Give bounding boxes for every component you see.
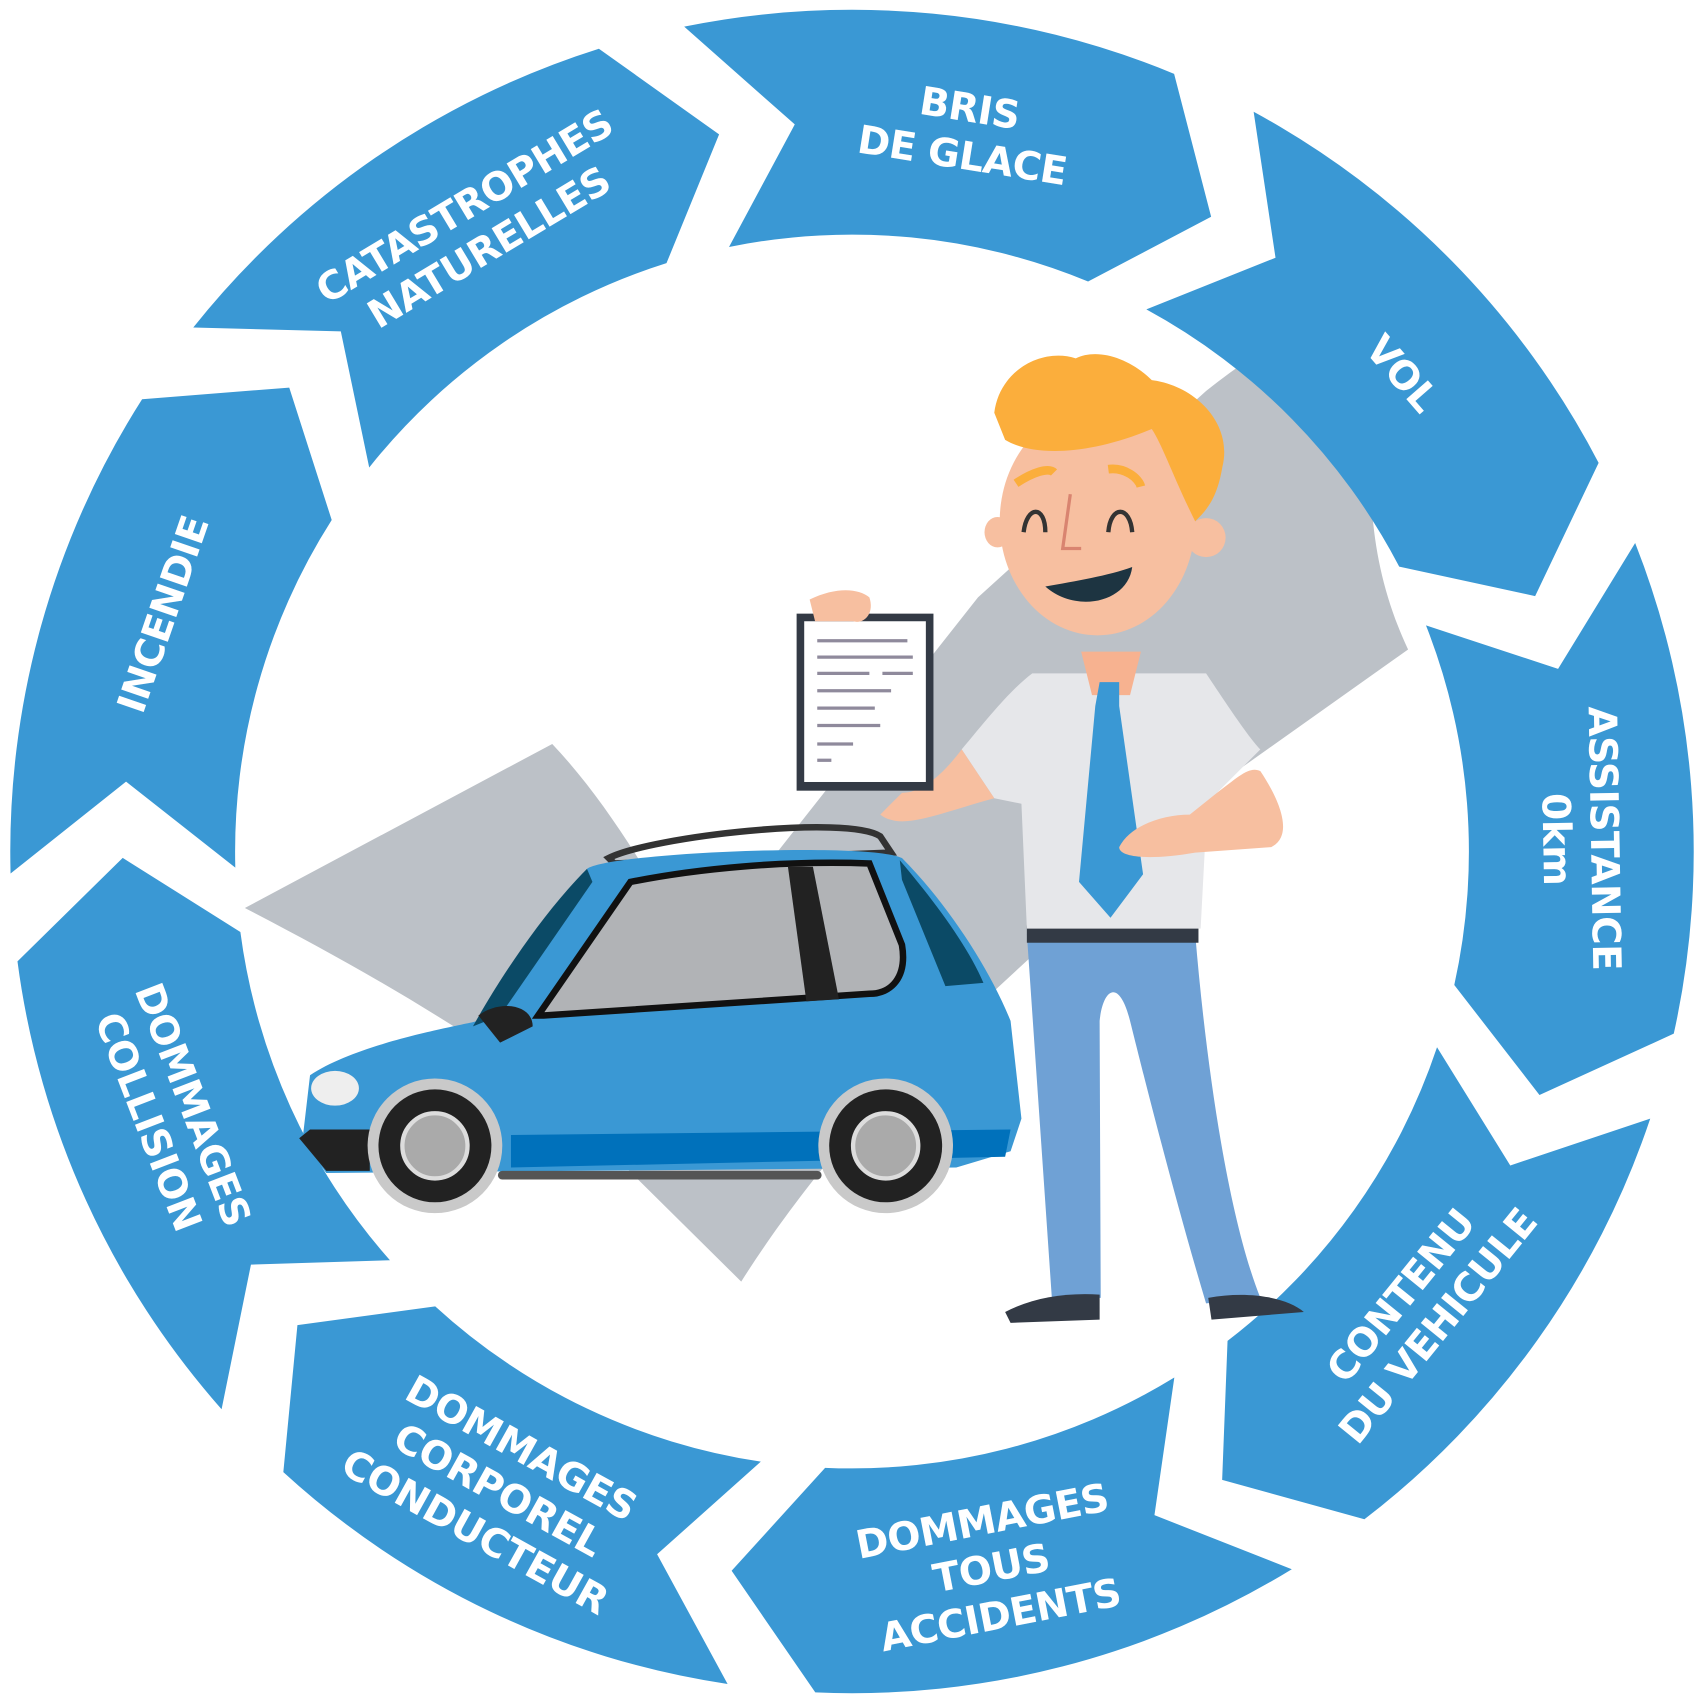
coverage-arrow-segment: [1222, 1047, 1651, 1520]
coverage-arrow-segment: [193, 48, 720, 468]
coverage-arrow-segment: [1425, 543, 1694, 1095]
agent-illustration: [880, 354, 1304, 1323]
coverage-label-line: ASSISTANCE: [1579, 706, 1629, 971]
coverage-arrow-segment: [283, 1306, 761, 1684]
coverage-label-line: 0km: [1532, 793, 1579, 886]
coverage-arrow-segment: [684, 9, 1212, 282]
coverage-arrow-segment: [1146, 111, 1599, 597]
coverage-arrow-segment: [10, 387, 332, 874]
car-illustration: [299, 824, 1022, 1214]
coverage-arrow-segment: [731, 1377, 1292, 1694]
coverage-arrow-segment: [17, 857, 390, 1410]
document-clipboard: [796, 590, 934, 791]
coverage-label: ASSISTANCE0km: [1531, 706, 1628, 972]
